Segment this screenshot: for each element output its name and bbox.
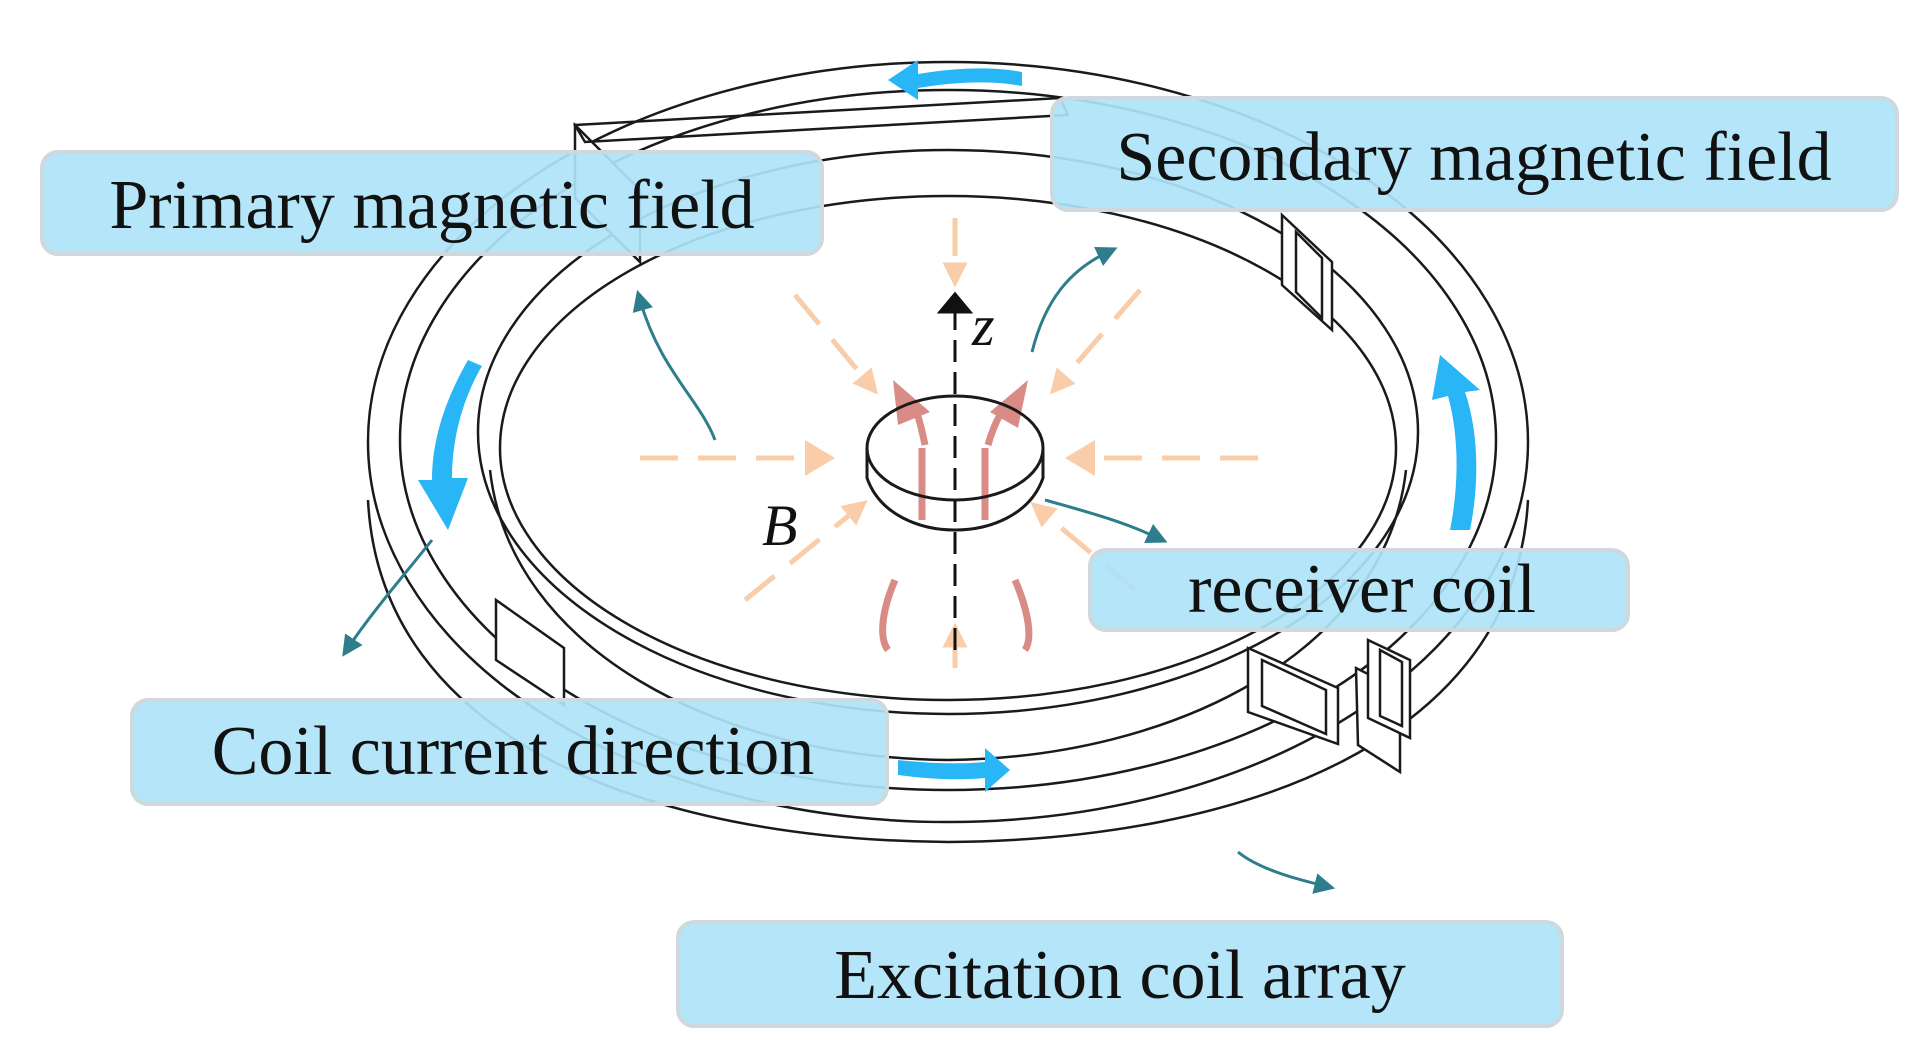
label-receiver-coil-text: receiver coil <box>1188 551 1536 628</box>
z-axis-label: z <box>971 293 995 358</box>
b-field-label: B <box>762 493 797 558</box>
label-excitation-array-text: Excitation coil array <box>834 937 1405 1014</box>
field-arrowheads <box>805 440 1095 476</box>
label-secondary-field: Secondary magnetic field <box>1050 96 1899 212</box>
label-excitation-array: Excitation coil array <box>676 920 1564 1028</box>
label-coil-current-text: Coil current direction <box>212 713 815 790</box>
excitation-coil-ring <box>366 60 1530 844</box>
label-primary-field-text: Primary magnetic field <box>109 167 754 244</box>
pointer-arrows <box>342 247 1336 894</box>
coil-current-arrows <box>418 60 1480 792</box>
z-axis <box>936 291 974 650</box>
label-primary-field: Primary magnetic field <box>40 150 824 256</box>
label-receiver-coil: receiver coil <box>1088 548 1630 632</box>
label-coil-current: Coil current direction <box>130 698 889 806</box>
coil-segment-gaps <box>494 96 1412 775</box>
red-arrowheads <box>893 380 1028 428</box>
label-secondary-field-text: Secondary magnetic field <box>1116 119 1831 196</box>
